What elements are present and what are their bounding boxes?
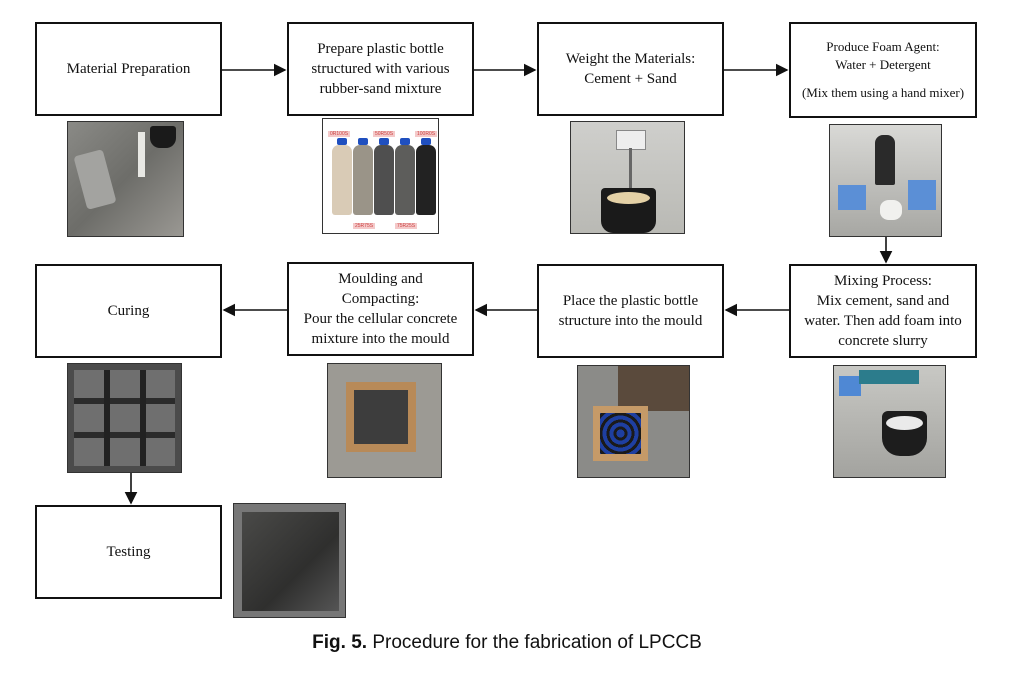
step-text: (Mix them using a hand mixer) (801, 85, 965, 100)
photo-moulding (327, 363, 442, 478)
caption-text: Procedure for the fabrication of LPCCB (367, 632, 702, 653)
step-text: Produce Foam Agent: (826, 39, 940, 54)
step-produce-foam: Produce Foam Agent: Water + Detergent (M… (789, 22, 977, 118)
step-text: Pour the cellular concrete (303, 311, 458, 327)
step-moulding: Moulding and Compacting: Pour the cellul… (287, 262, 474, 356)
step-prepare-bottle: Prepare plastic bottle structured with v… (287, 22, 474, 116)
step-material-preparation: Material Preparation (35, 22, 222, 116)
step-weight-materials: Weight the Materials: Cement + Sand (537, 22, 724, 116)
step-text: concrete slurry (838, 333, 928, 349)
step-place-bottle: Place the plastic bottle structure into … (537, 264, 724, 358)
photo-weighing-scale (570, 121, 685, 234)
step-text: Material Preparation (66, 61, 191, 77)
step-text: Mix cement, sand and (816, 293, 950, 309)
step-text: water. Then add foam into (804, 313, 962, 329)
photo-material-preparation (67, 121, 184, 237)
step-text: structure into the mould (558, 313, 703, 329)
bottle-label: 0R100S (328, 131, 351, 137)
figure-caption: Fig. 5. Procedure for the fabrication of… (0, 632, 1014, 654)
step-mixing-process: Mixing Process: Mix cement, sand and wat… (789, 264, 977, 358)
photo-rubber-sand-bottles: 0R100S 50R50S 100R0S 25R75S 75R25S (322, 118, 439, 234)
step-text: rubber-sand mixture (319, 81, 442, 97)
photo-foam-agent (829, 124, 942, 237)
photo-curing (67, 363, 182, 473)
step-curing: Curing (35, 264, 222, 358)
bottle-label: 25R75S (353, 223, 376, 229)
bottle-label: 75R25S (395, 223, 418, 229)
step-text: Mixing Process: (834, 273, 932, 289)
step-text: mixture into the mould (311, 331, 450, 347)
step-text: Compacting: (341, 291, 420, 307)
step-text: Curing (107, 303, 150, 319)
bottle-label: 50R50S (373, 131, 396, 137)
step-text: Place the plastic bottle (562, 293, 699, 309)
photo-testing (233, 503, 346, 618)
step-text: Cement + Sand (584, 71, 677, 87)
bottle-label: 100R0S (415, 131, 438, 137)
step-text: Prepare plastic bottle (317, 41, 444, 57)
step-text: Weight the Materials: (565, 51, 696, 67)
photo-place-bottle (577, 365, 690, 478)
step-testing: Testing (35, 505, 222, 599)
step-text: Water + Detergent (835, 57, 931, 72)
step-text: Moulding and (338, 271, 423, 287)
photo-mixing (833, 365, 946, 478)
caption-label: Fig. 5. (312, 632, 368, 653)
step-text: Testing (106, 544, 151, 560)
step-text: structured with various (311, 61, 450, 77)
